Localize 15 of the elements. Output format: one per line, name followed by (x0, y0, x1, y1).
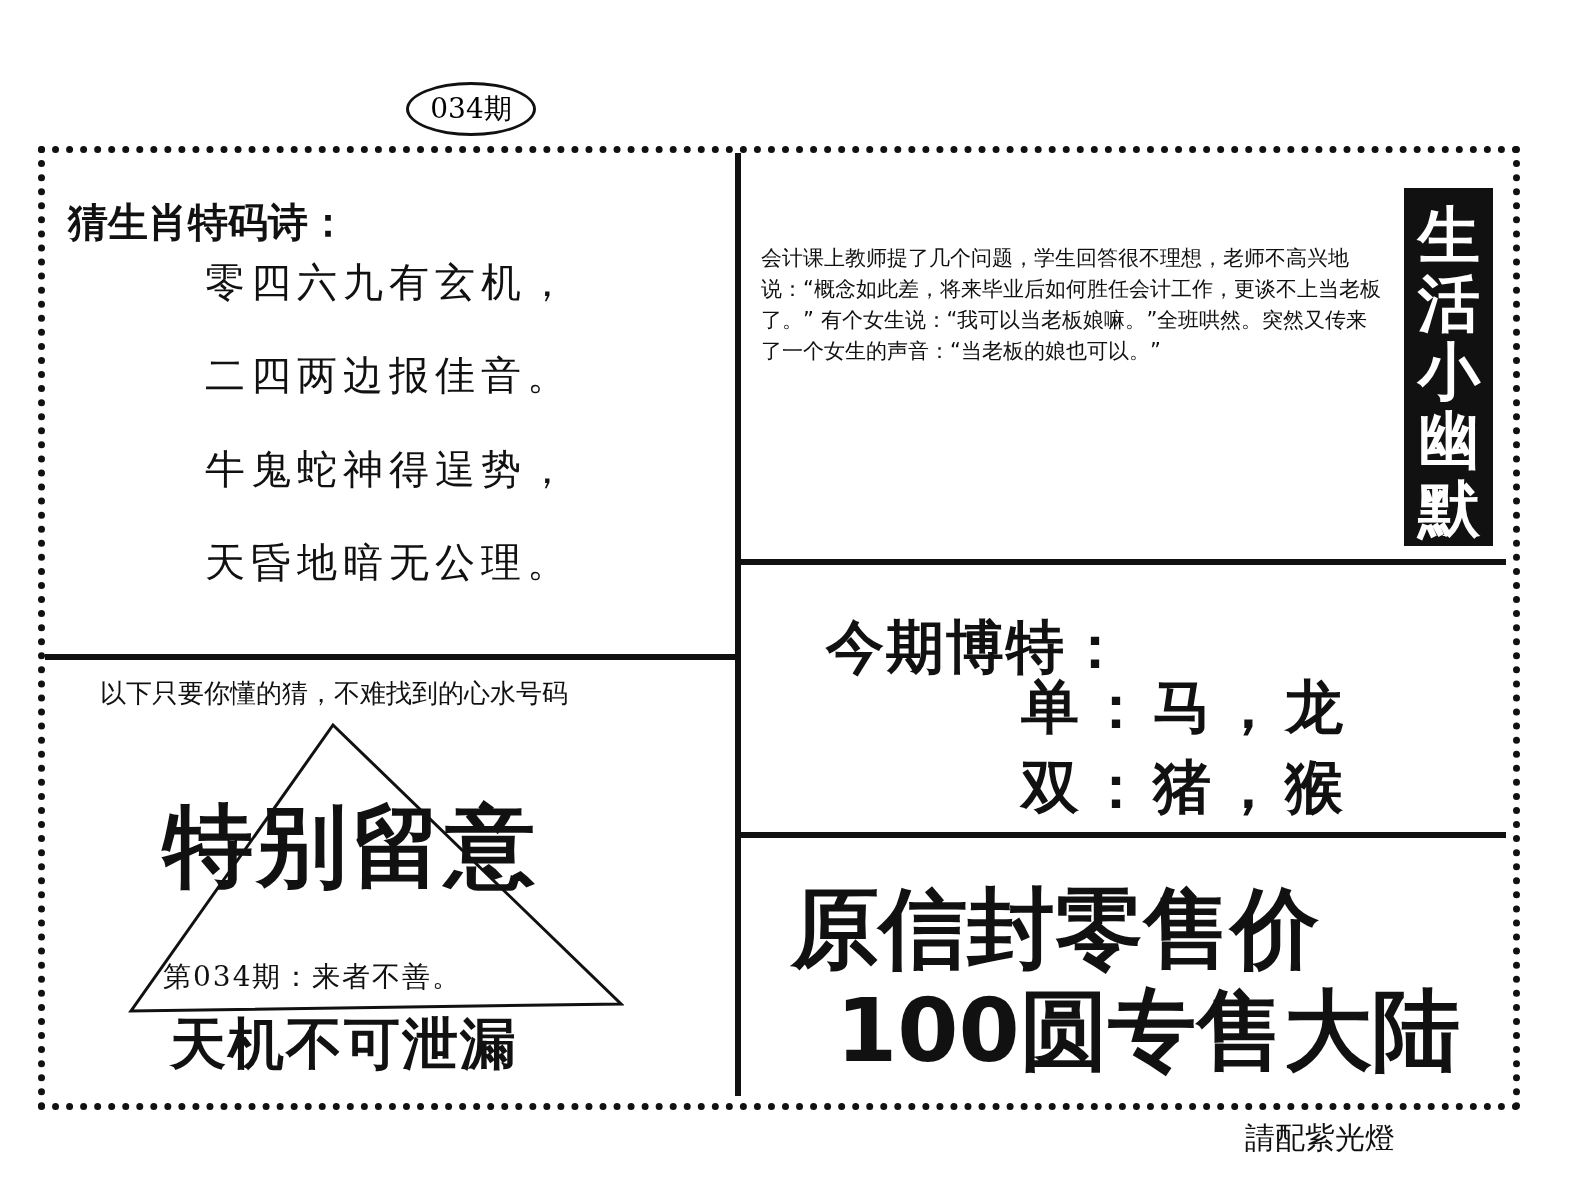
tip-line: 双：猪，猴 (1021, 753, 1351, 823)
poem-line: 牛鬼蛇神得逞势， (205, 445, 573, 493)
column-label: 生活小幽默 (1404, 188, 1493, 546)
poem-line: 天昏地暗无公理。 (205, 538, 573, 586)
issue-oval: 034期 (406, 82, 536, 136)
joke-text: 会计课上教师提了几个问题，学生回答很不理想，老师不高兴地说：“概念如此差，将来毕业后如何胜任会计工作，更谈不上当老板了。” 有个女生说：“我可以当老板娘嘛。”全班哄然。突然又传来了一个女生的声音：“当老板的娘也可以。” (761, 245, 1381, 365)
poem-title: 猜生肖特码诗： (68, 198, 348, 246)
poem-line: 二四两边报佳音。 (205, 351, 573, 399)
note-text: 請配紫光燈 (1245, 1119, 1395, 1157)
poem-line: 零四六九有玄机， (205, 258, 573, 306)
tip-panel (735, 565, 1506, 838)
joke-panel (735, 153, 1506, 565)
issue-hint: 第034期：来者不善。 (163, 960, 463, 994)
slogan: 天机不可泄漏 (170, 1010, 518, 1078)
hint-text: 以下只要你懂的猜，不难找到的心水号码 (100, 678, 568, 710)
